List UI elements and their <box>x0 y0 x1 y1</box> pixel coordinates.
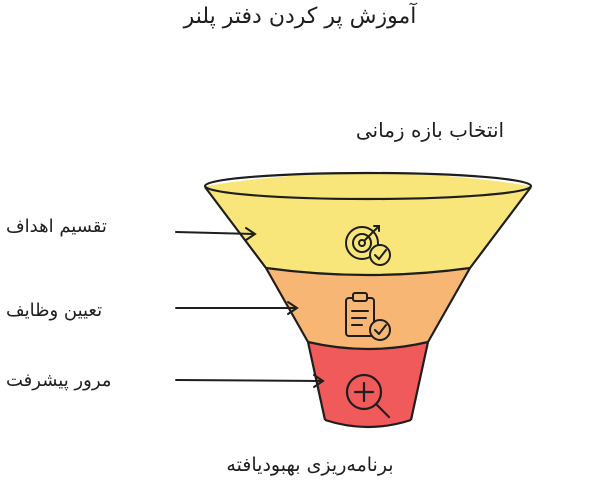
stage-label-review-progress: مرور پیشرفت <box>6 370 112 391</box>
funnel-stage-1 <box>205 173 531 275</box>
funnel-stage-2 <box>266 268 470 349</box>
target-check-icon <box>345 225 391 266</box>
funnel-stage-3 <box>308 342 428 427</box>
arrow-stage-1 <box>175 227 257 241</box>
magnifier-plus-icon <box>345 373 391 419</box>
stage-label-assign-tasks: تعیین وظایف <box>6 300 103 321</box>
arrow-stage-2 <box>175 301 299 315</box>
arrow-stage-3 <box>175 374 325 388</box>
funnel-top-label: انتخاب بازه زمانی <box>355 118 505 142</box>
page-title: آموزش پر کردن دفتر پلنر <box>183 4 417 29</box>
funnel-bottom-label: برنامه‌ریزی بهبودیافته <box>226 454 394 476</box>
stage-label-divide-goals: تقسیم اهداف <box>6 216 107 237</box>
clipboard-check-icon <box>345 292 391 341</box>
